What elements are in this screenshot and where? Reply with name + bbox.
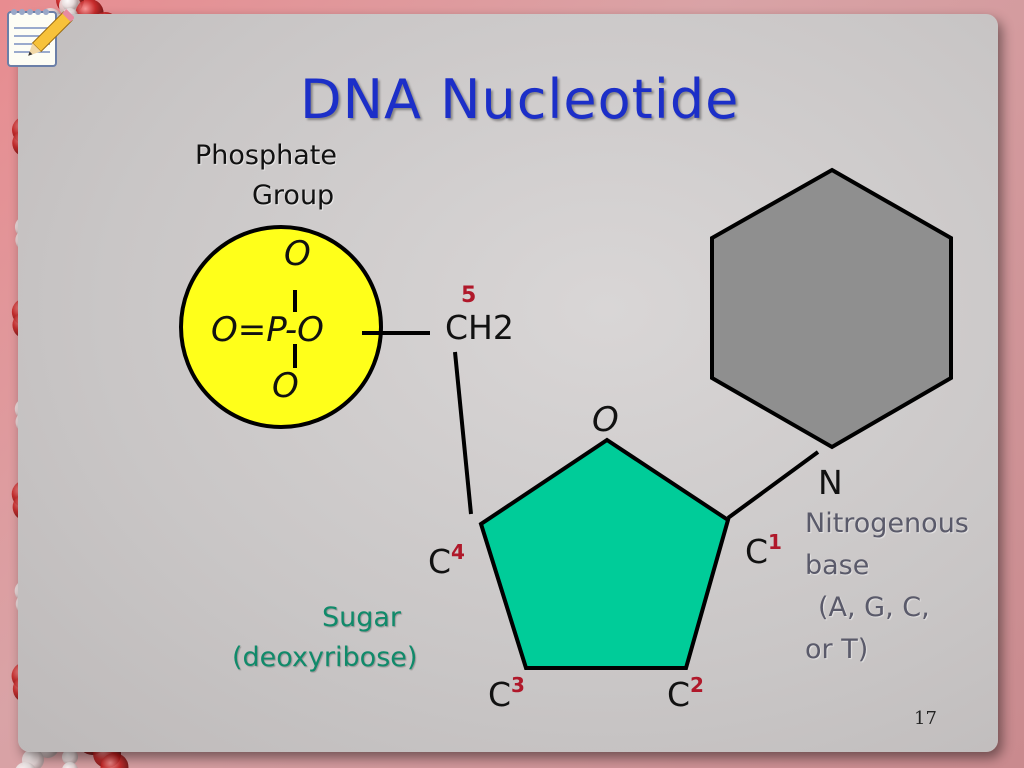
- base-label-line1: Nitrogenous: [805, 508, 969, 539]
- carbon3-symbol: C: [488, 675, 512, 714]
- dna-bead: [15, 762, 36, 768]
- ring-oxygen: O: [592, 400, 619, 440]
- sugar-pentagon: [478, 437, 731, 670]
- carbon1-label: C1: [745, 530, 782, 571]
- base-label-line3: (A, G, C,: [818, 592, 930, 623]
- page-number: 17: [914, 708, 937, 729]
- sugar-label-line2: (deoxyribose): [232, 642, 418, 673]
- nitrogen-label: N: [818, 463, 843, 502]
- carbon2-number: 2: [690, 673, 704, 697]
- carbon1-symbol: C: [745, 532, 769, 571]
- base-hexagon: [710, 167, 953, 450]
- carbon2-symbol: C: [667, 675, 691, 714]
- notepad-pencil-icon: [7, 9, 74, 67]
- carbon3-number: 3: [511, 673, 525, 697]
- carbon4-symbol: C: [428, 542, 452, 581]
- sugar-label-line1: Sugar: [322, 602, 402, 633]
- carbon1-number: 1: [768, 530, 782, 554]
- carbon2-label: C2: [667, 673, 704, 714]
- ch2-label: CH2: [445, 308, 514, 347]
- dna-bead: [62, 762, 78, 768]
- carbon4-label: C4: [428, 540, 465, 581]
- ch2-c4-bond: [453, 351, 473, 515]
- base-label-line4: or T): [805, 634, 869, 665]
- slide-title: DNA Nucleotide: [300, 68, 740, 131]
- phosphate-top-oxygen: O: [284, 234, 311, 274]
- phosphate-bottom-oxygen: O: [272, 366, 299, 406]
- phosphate-formula: O=P-O: [211, 310, 324, 350]
- c1-base-bond: [726, 450, 820, 520]
- base-label-line2: base: [805, 550, 870, 581]
- carbon4-number: 4: [451, 540, 465, 564]
- dna-bead: [62, 749, 78, 765]
- carbon3-label: C3: [488, 673, 525, 714]
- phosphate-label-line2: Group: [252, 180, 335, 211]
- dna-bead: [62, 0, 78, 11]
- carbon5-number: 5: [461, 283, 477, 308]
- phosphate-circle: [179, 225, 383, 429]
- dna-bead: [100, 753, 129, 768]
- phosphate-label-line1: Phosphate: [195, 140, 337, 171]
